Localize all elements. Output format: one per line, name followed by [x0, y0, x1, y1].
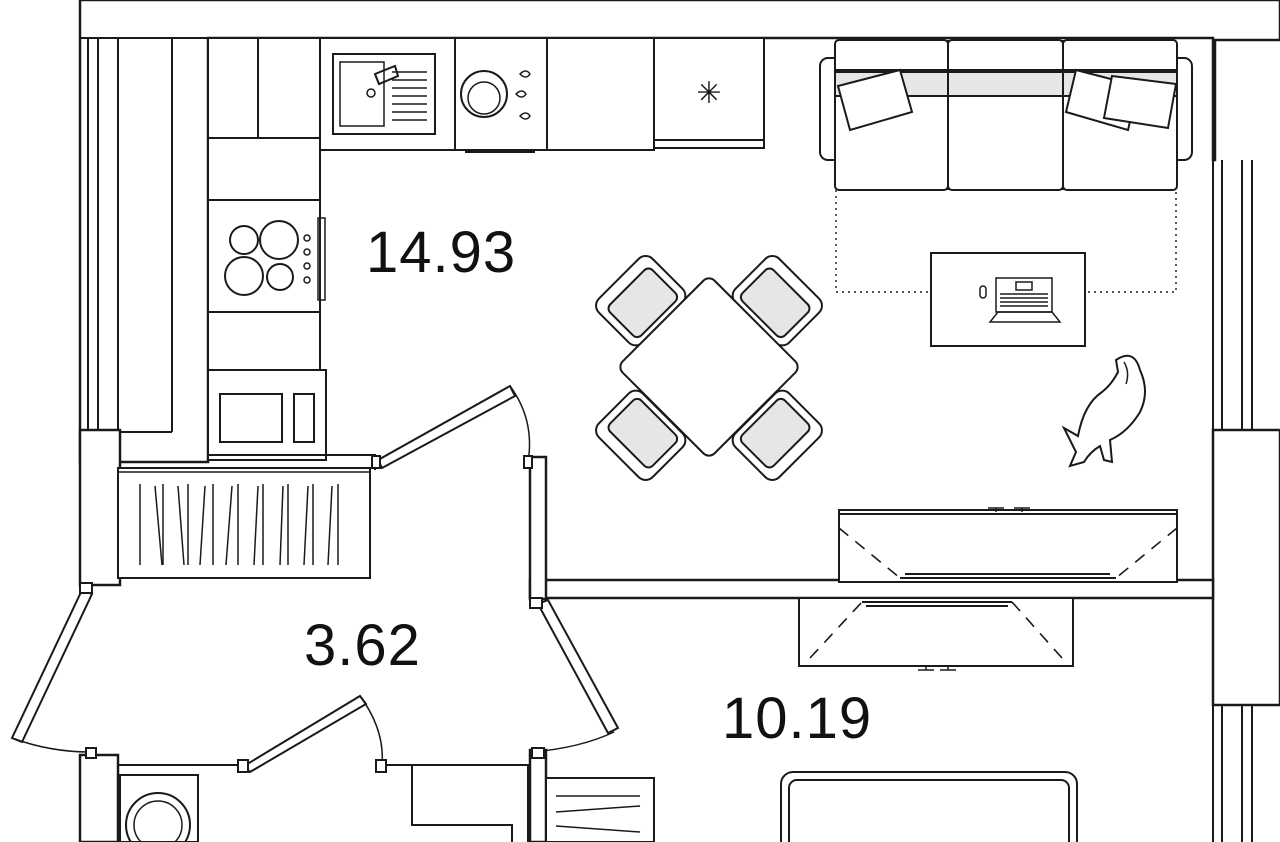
washing-machine	[119, 774, 199, 842]
chair-top-right	[731, 255, 823, 347]
hallway-area-label: 3.62	[304, 613, 421, 678]
sofa	[819, 39, 1193, 191]
laptop-icon	[979, 277, 1062, 323]
tv-unit-living	[838, 507, 1178, 583]
bedroom-wardrobe	[545, 777, 655, 842]
cooktop	[207, 199, 321, 313]
microwave-icon	[219, 393, 315, 443]
cushion-right-2	[1102, 74, 1178, 130]
oven	[207, 369, 327, 461]
rug	[835, 190, 1177, 347]
doors	[10, 384, 620, 774]
dishwasher-icon	[460, 70, 531, 120]
fridge-snowflake-icon: ✳	[696, 76, 721, 111]
tv-unit-bedroom	[798, 597, 1074, 671]
kitchen-door	[376, 384, 517, 470]
entrance-door	[10, 588, 94, 744]
bathroom-door	[242, 694, 368, 774]
bedroom-door	[536, 598, 620, 735]
chair-bottom-left	[595, 389, 687, 481]
sink-cabinet	[319, 37, 456, 151]
fridge	[653, 37, 765, 149]
bedroom-area-label: 10.19	[722, 686, 873, 751]
dining-table	[619, 277, 799, 457]
coffee-table	[930, 252, 1086, 347]
wardrobe	[117, 454, 376, 579]
dog-icon	[1061, 354, 1146, 468]
sink-icon	[332, 53, 436, 135]
kitchen-living-area-label: 14.93	[366, 220, 517, 285]
cooktop-icon	[224, 217, 326, 301]
walls	[78, 0, 1280, 842]
bed	[780, 771, 1078, 842]
kitchen-counter: ✳	[207, 37, 765, 461]
dining-set	[595, 255, 823, 481]
dishwasher	[454, 37, 548, 151]
chair-top-left	[595, 255, 687, 347]
cushion-left	[836, 68, 914, 132]
